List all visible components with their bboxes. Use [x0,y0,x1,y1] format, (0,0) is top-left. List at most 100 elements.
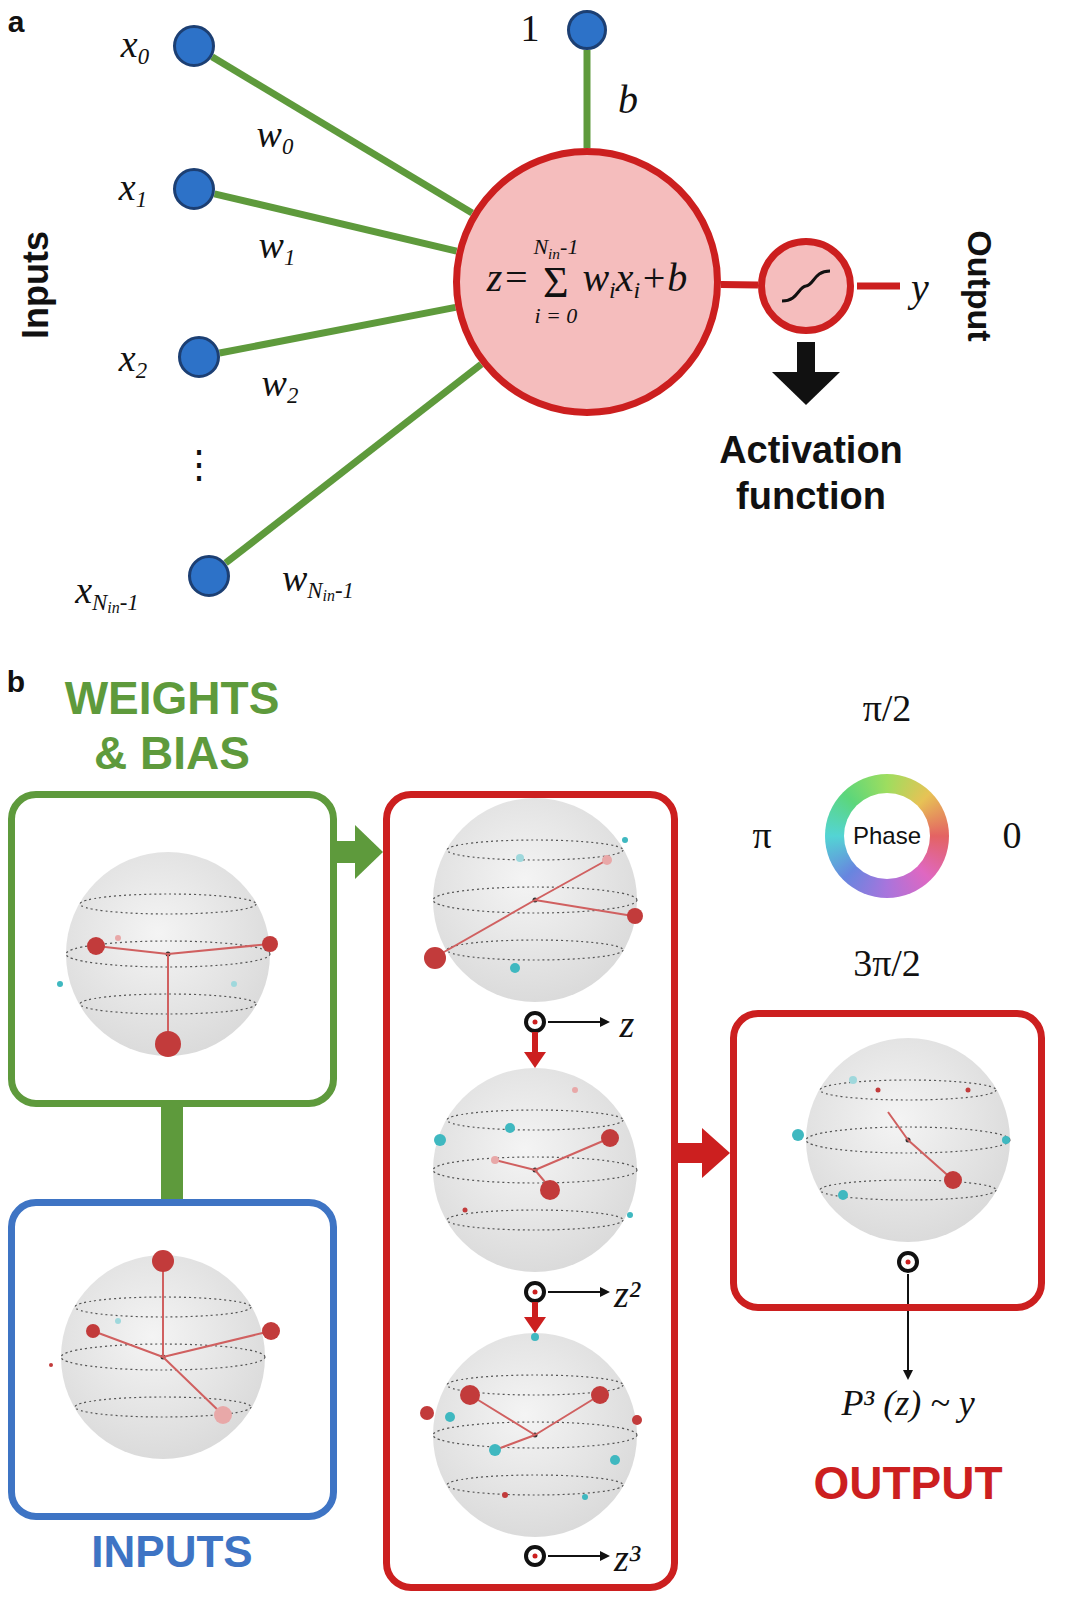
node-text: z=Nin-1Σi = 0wixi+b [487,236,687,327]
bloch-sphere-part [849,1076,857,1084]
connector-line [678,1143,703,1163]
bloch-sphere-part [610,1455,620,1465]
readout-ring-part [899,1253,917,1271]
bloch-sphere-part [115,935,121,941]
node-text: z² [614,1272,640,1318]
output-wire [857,283,900,290]
bloch-sphere-part [231,981,237,987]
phase-tick: 3π/2 [853,941,921,987]
limit-line: i = 0 [534,306,577,328]
weight-label: w0 [257,112,294,160]
bloch-sphere-part [433,798,637,1002]
readout-ring-part [533,1554,538,1559]
bloch-sphere-part [602,855,612,865]
text: OUTPUT [813,1457,1002,1509]
connector [212,57,472,213]
text: x [119,337,136,379]
text: 0 [282,134,293,159]
sum-neuron: z=Nin-1Σi = 0wixi+b [453,148,721,416]
connector-line [532,1302,538,1318]
bias-node: 1 [567,10,607,50]
leader-arrow-part [548,1291,600,1293]
bloch-sphere-part [445,1412,455,1422]
text: -1 [120,589,139,614]
bloch-sphere-part [491,1156,499,1164]
text: 0 [1003,814,1022,856]
text: b [7,665,25,698]
leader-arrow-part [548,1021,600,1023]
bloch-sphere-part [489,1444,501,1456]
activation-symbol-part [782,271,830,301]
text: π [752,814,771,856]
text: w [282,557,307,599]
text: N [533,234,548,259]
arrow-head [524,1317,546,1333]
text: WEIGHTS & BIAS [65,672,280,779]
state-sphere: z [433,798,637,1002]
text: i [609,277,616,303]
text: Phase [853,822,921,849]
input-node: x0 [173,25,215,67]
connector [220,307,456,353]
leader-arrow-part [600,1287,610,1297]
power-box: z z² z³ [383,791,678,1591]
connector-line [161,1107,183,1199]
bloch-sphere-part [470,1395,600,1450]
bloch-sphere-part [572,1087,578,1093]
limit-line: Nin-1 [533,236,578,261]
state-sphere: z³ [433,1333,637,1537]
bloch-sphere-part [155,1031,181,1057]
axis-title: Output [960,230,1001,341]
pointer-arrow-part [797,342,815,376]
node-text: Activation function [691,428,931,519]
leader-arrow-part [548,1555,600,1557]
node-text: P³ (z) ~ y [841,1382,974,1425]
connector-line [337,841,356,863]
text: b [618,77,638,122]
bloch-sphere-part [888,1112,953,1180]
bloch-sphere-part [540,1180,560,1200]
bloch-sphere-part [86,1324,100,1338]
node-text: x2 [119,336,147,384]
node-text: x1 [119,165,147,213]
readout-ring-part [526,1283,544,1301]
text: x [119,166,136,208]
input-node: xNin-1 [188,555,230,597]
axis-title: Inputs [14,231,57,339]
node-text: OUTPUT [813,1456,1002,1511]
text: z² [614,1273,640,1315]
node-text: z³ [614,1536,640,1582]
output-symbol: y [911,264,929,312]
text: ⋮ [180,444,218,486]
connector [678,1128,730,1178]
text: y [911,265,929,310]
text: 2 [136,358,147,383]
output-box: P³ (z) ~ yOUTPUT [730,1010,1045,1311]
text: 3π/2 [853,942,921,984]
phase-title: Phase [853,822,921,851]
state-sphere: z² [433,1068,637,1272]
bloch-sphere-part [96,944,270,1042]
panel-letter: a [8,4,25,40]
activation-node: Activation function [758,238,854,334]
connector [524,1032,546,1068]
text: π/2 [863,687,912,729]
bloch-sphere-part [510,963,520,973]
phase-tick: π/2 [863,686,912,732]
connector-line [220,307,456,353]
bloch-sphere-part [87,937,105,955]
bloch-sphere-part [262,1322,280,1340]
readout-ring-part [906,1260,911,1265]
bloch-sphere-part [49,1363,53,1367]
connector-line [532,1032,538,1053]
bloch-sphere-part [115,1318,121,1324]
bloch-sphere-part [262,936,278,952]
ellipsis: ⋮ [180,443,218,489]
limit-stack: Nin-1Σi = 0 [533,236,578,327]
text: -1 [560,234,578,259]
text: i [634,277,641,303]
readout-ring-part [526,1013,544,1031]
text: z= [487,255,530,300]
connector-line [214,194,456,251]
bloch-sphere [792,1038,1010,1242]
